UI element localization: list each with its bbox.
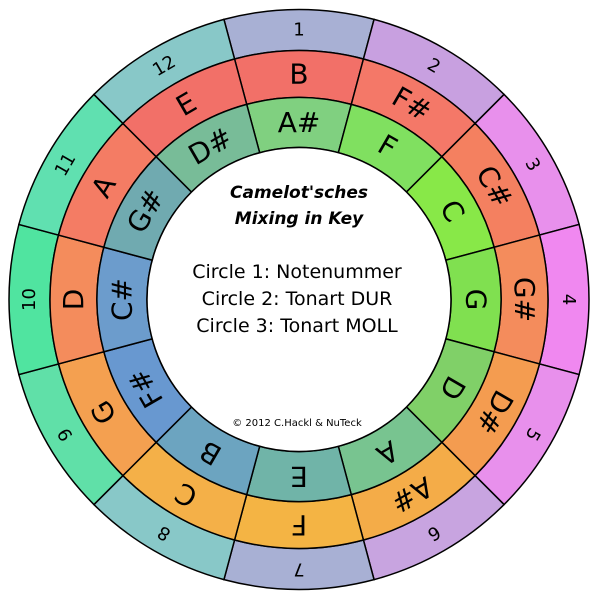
major-label: G#: [508, 277, 541, 322]
numbers-label: 7: [293, 559, 304, 580]
minor-label: E: [290, 460, 308, 493]
numbers-label: 4: [558, 294, 579, 305]
minor-label: C#: [106, 278, 139, 321]
major-label: F: [291, 509, 307, 542]
title-line-2: Mixing in Key: [235, 209, 364, 229]
minor-label: G: [460, 289, 493, 311]
legend-circle-3: Circle 3: Tonart MOLL: [196, 315, 398, 337]
legend-circle-2: Circle 2: Tonart DUR: [202, 288, 393, 310]
numbers-label: 10: [19, 288, 40, 311]
major-label: B: [289, 58, 308, 91]
major-label: D: [57, 289, 90, 311]
title-line-1: Camelot'sches: [230, 183, 368, 203]
numbers-label: 1: [293, 20, 304, 41]
minor-label: A#: [278, 106, 321, 139]
legend-circle-1: Circle 1: Notenummer: [192, 261, 402, 283]
copyright: © 2012 C.Hackl & NuTeck: [232, 418, 362, 429]
center-circle: [146, 146, 452, 453]
